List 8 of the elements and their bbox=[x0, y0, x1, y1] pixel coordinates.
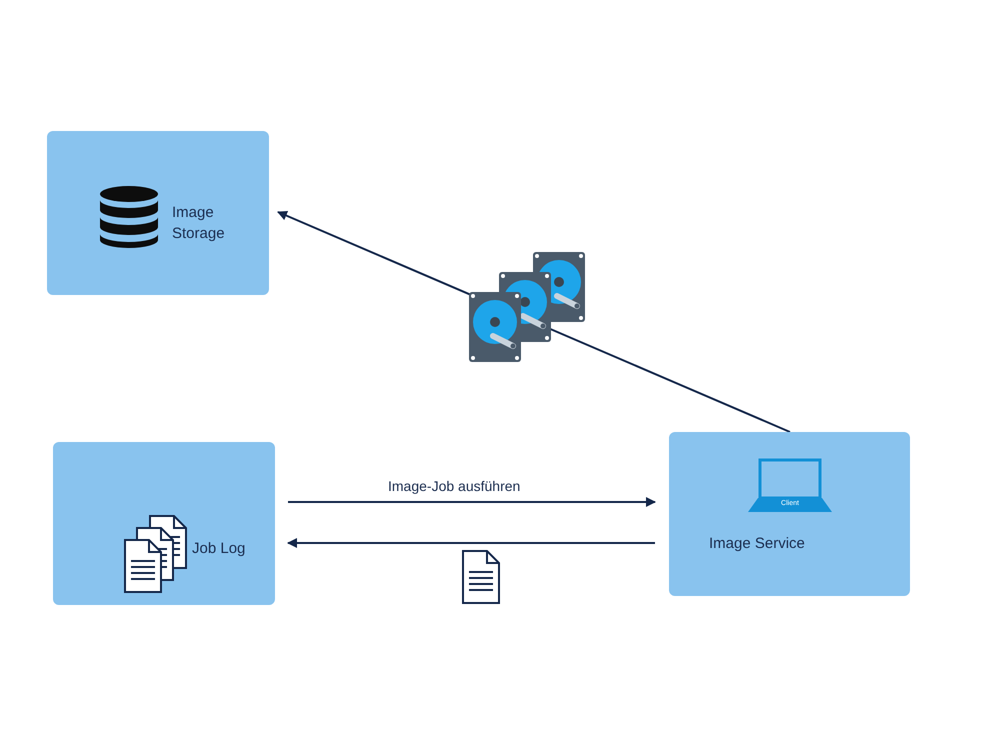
node-label: Image Storage bbox=[172, 203, 226, 244]
process-box bbox=[53, 442, 275, 605]
node-label: Image Service bbox=[709, 534, 806, 554]
node-label: Job Log bbox=[192, 539, 246, 559]
process-box bbox=[47, 131, 269, 295]
arrow bbox=[287, 538, 655, 548]
process-box bbox=[669, 432, 910, 596]
arrow bbox=[288, 497, 656, 507]
